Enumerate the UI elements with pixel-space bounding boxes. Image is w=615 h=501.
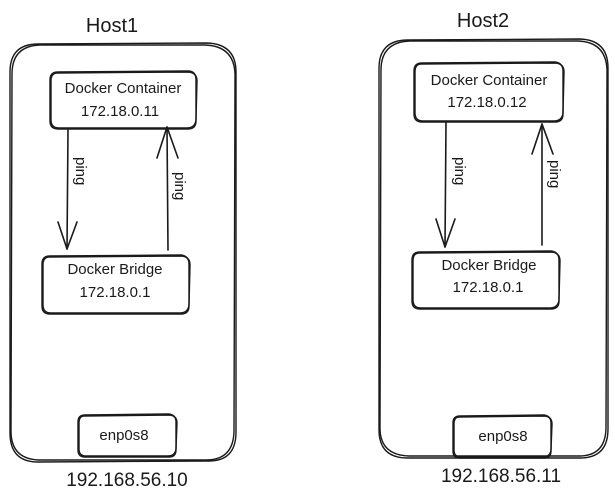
host-2-ping-down-label: ping [451, 157, 468, 185]
host-1-nic-label: enp0s8 [99, 427, 148, 444]
host-1-container-box: Docker Container 172.18.0.11 [49, 70, 198, 130]
host-2-bridge-ip: 172.18.0.1 [453, 279, 524, 296]
host-1-nic-box: enp0s8 [77, 413, 178, 458]
host-2-nic-box: enp0s8 [452, 414, 553, 459]
host-2-bridge-name: Docker Bridge [441, 257, 536, 274]
host-1-bridge-ip: 172.18.0.1 [80, 284, 151, 301]
host-1-bridge-name: Docker Bridge [67, 261, 162, 278]
host-1-container-ip: 172.18.0.11 [81, 103, 159, 120]
host-1-container-name: Docker Container [65, 80, 182, 97]
host-2-nic-label: enp0s8 [478, 428, 527, 445]
host-2-container-name: Docker Container [431, 72, 548, 89]
host-1-bridge-box: Docker Bridge 172.18.0.1 [41, 254, 191, 315]
host-2-container-ip: 172.18.0.12 [447, 94, 526, 111]
host-1-frame [9, 42, 237, 463]
host-1-ping-up-arrow [156, 126, 179, 251]
host-1-ping-up-label: ping [171, 172, 188, 200]
host-1-ping-down-label: ping [72, 157, 89, 185]
host-2-ping-down-arrow [435, 121, 456, 248]
host-1-ping-down-arrow [57, 129, 78, 250]
host-2: Host2 Docker Container 172.18.0.12 Docke… [378, 10, 609, 487]
host-2-ip: 192.168.56.11 [441, 466, 561, 487]
host-2-bridge-box: Docker Bridge 172.18.0.1 [411, 250, 561, 310]
host-2-ping-up-label: ping [546, 160, 563, 188]
host-2-title: Host2 [457, 10, 509, 32]
host-1-ip: 192.168.56.10 [66, 470, 188, 491]
host-1: Host1 Docker Container 172.18.0.11 Docke… [9, 15, 237, 491]
host-2-ping-up-arrow [531, 123, 554, 246]
host-1-title: Host1 [86, 15, 138, 37]
host-2-frame [378, 38, 609, 459]
host-2-container-box: Docker Container 172.18.0.12 [413, 61, 565, 123]
